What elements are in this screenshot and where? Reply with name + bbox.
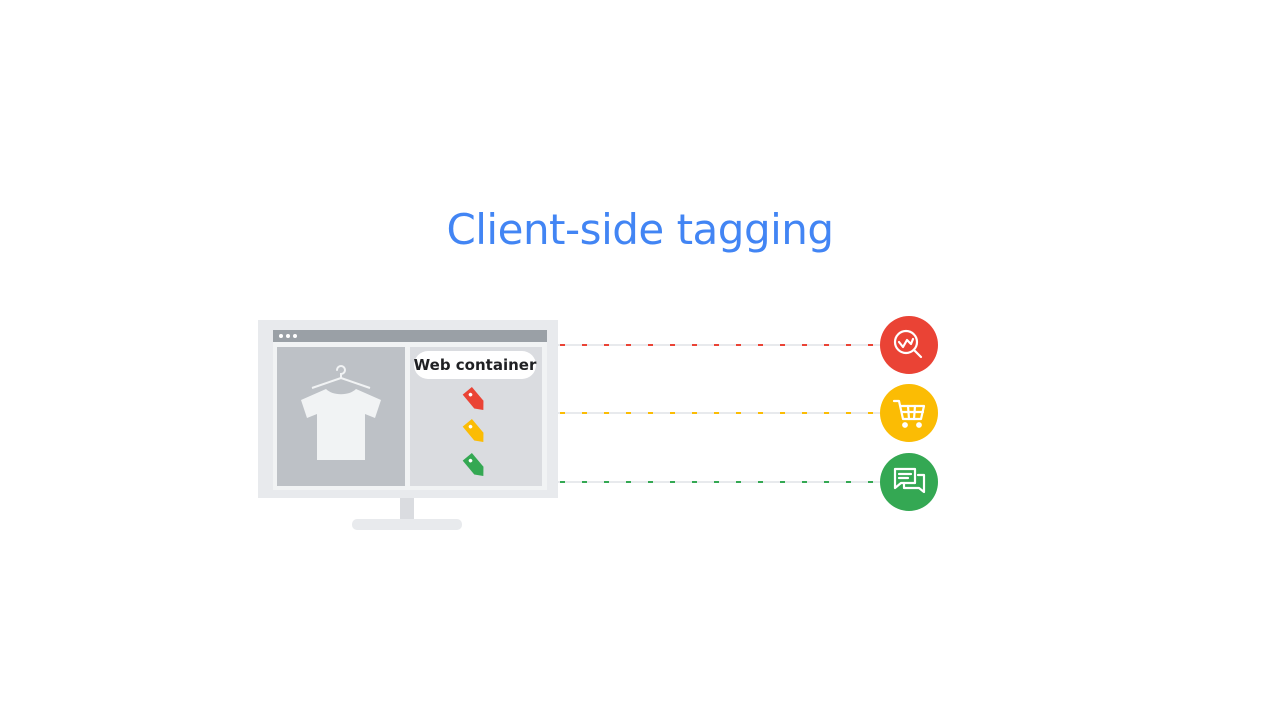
magnifier-chart-icon xyxy=(893,329,923,359)
tshirt-icon xyxy=(301,365,381,460)
tags-group xyxy=(462,386,484,476)
monitor-base xyxy=(352,519,462,530)
container-label: Web container xyxy=(414,356,537,374)
diagram-title: Client-side tagging xyxy=(446,205,834,254)
shopping-destination xyxy=(880,384,938,442)
analytics-destination xyxy=(880,316,938,374)
browser-dot-1 xyxy=(279,334,283,338)
connectors xyxy=(558,344,880,483)
shopping-cart-icon xyxy=(892,399,926,428)
red-tag-icon xyxy=(462,386,484,410)
browser-dot-3 xyxy=(293,334,297,338)
browser-dot-2 xyxy=(286,334,290,338)
analytics-destination-circle xyxy=(880,316,938,374)
container-label-pill xyxy=(414,351,536,379)
chat-bubbles-icon xyxy=(893,467,926,494)
browser-toolbar xyxy=(273,330,547,342)
monitor-neck xyxy=(400,497,414,521)
messaging-destination xyxy=(880,453,938,511)
yellow-tag-icon xyxy=(462,418,484,442)
destinations xyxy=(880,316,938,511)
green-tag-icon xyxy=(462,452,484,476)
monitor: Web container xyxy=(258,320,558,530)
